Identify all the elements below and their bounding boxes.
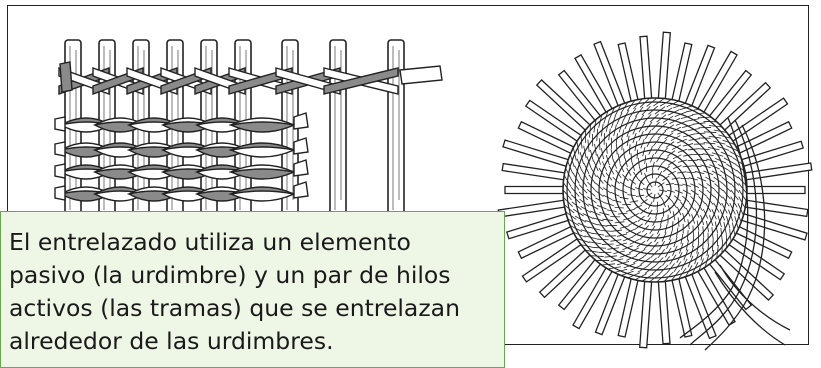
loose-strand [689,119,758,346]
coil-ring [622,157,688,223]
coil-ring [630,165,680,215]
coil-ring [646,181,664,199]
weft-strand [323,67,399,95]
coil-ring [574,109,736,271]
basket-base-diagram [497,31,813,351]
weft-end [293,159,309,177]
coil-ring [590,125,720,255]
loose-strand [704,124,766,351]
caption-text: El entrelazado utiliza un elemento pasiv… [9,228,460,355]
loose-strand [679,117,749,339]
weft-end [54,141,66,157]
loose-strand [714,271,786,346]
weft-end [293,112,309,130]
coil-ring [614,149,696,231]
weft-end [54,116,66,132]
loose-strand [719,264,791,331]
weft-end [293,137,309,155]
warp-stick [387,39,405,216]
weft-end [293,181,309,199]
weft-end [54,163,66,179]
weft-end [54,185,66,201]
twining-diagram [54,39,443,216]
warp-stick [329,39,347,216]
weft-strand [399,65,443,85]
coil-ring [638,173,672,207]
caption-box: El entrelazado utiliza un elemento pasiv… [0,211,505,368]
weft-strand [59,61,73,93]
